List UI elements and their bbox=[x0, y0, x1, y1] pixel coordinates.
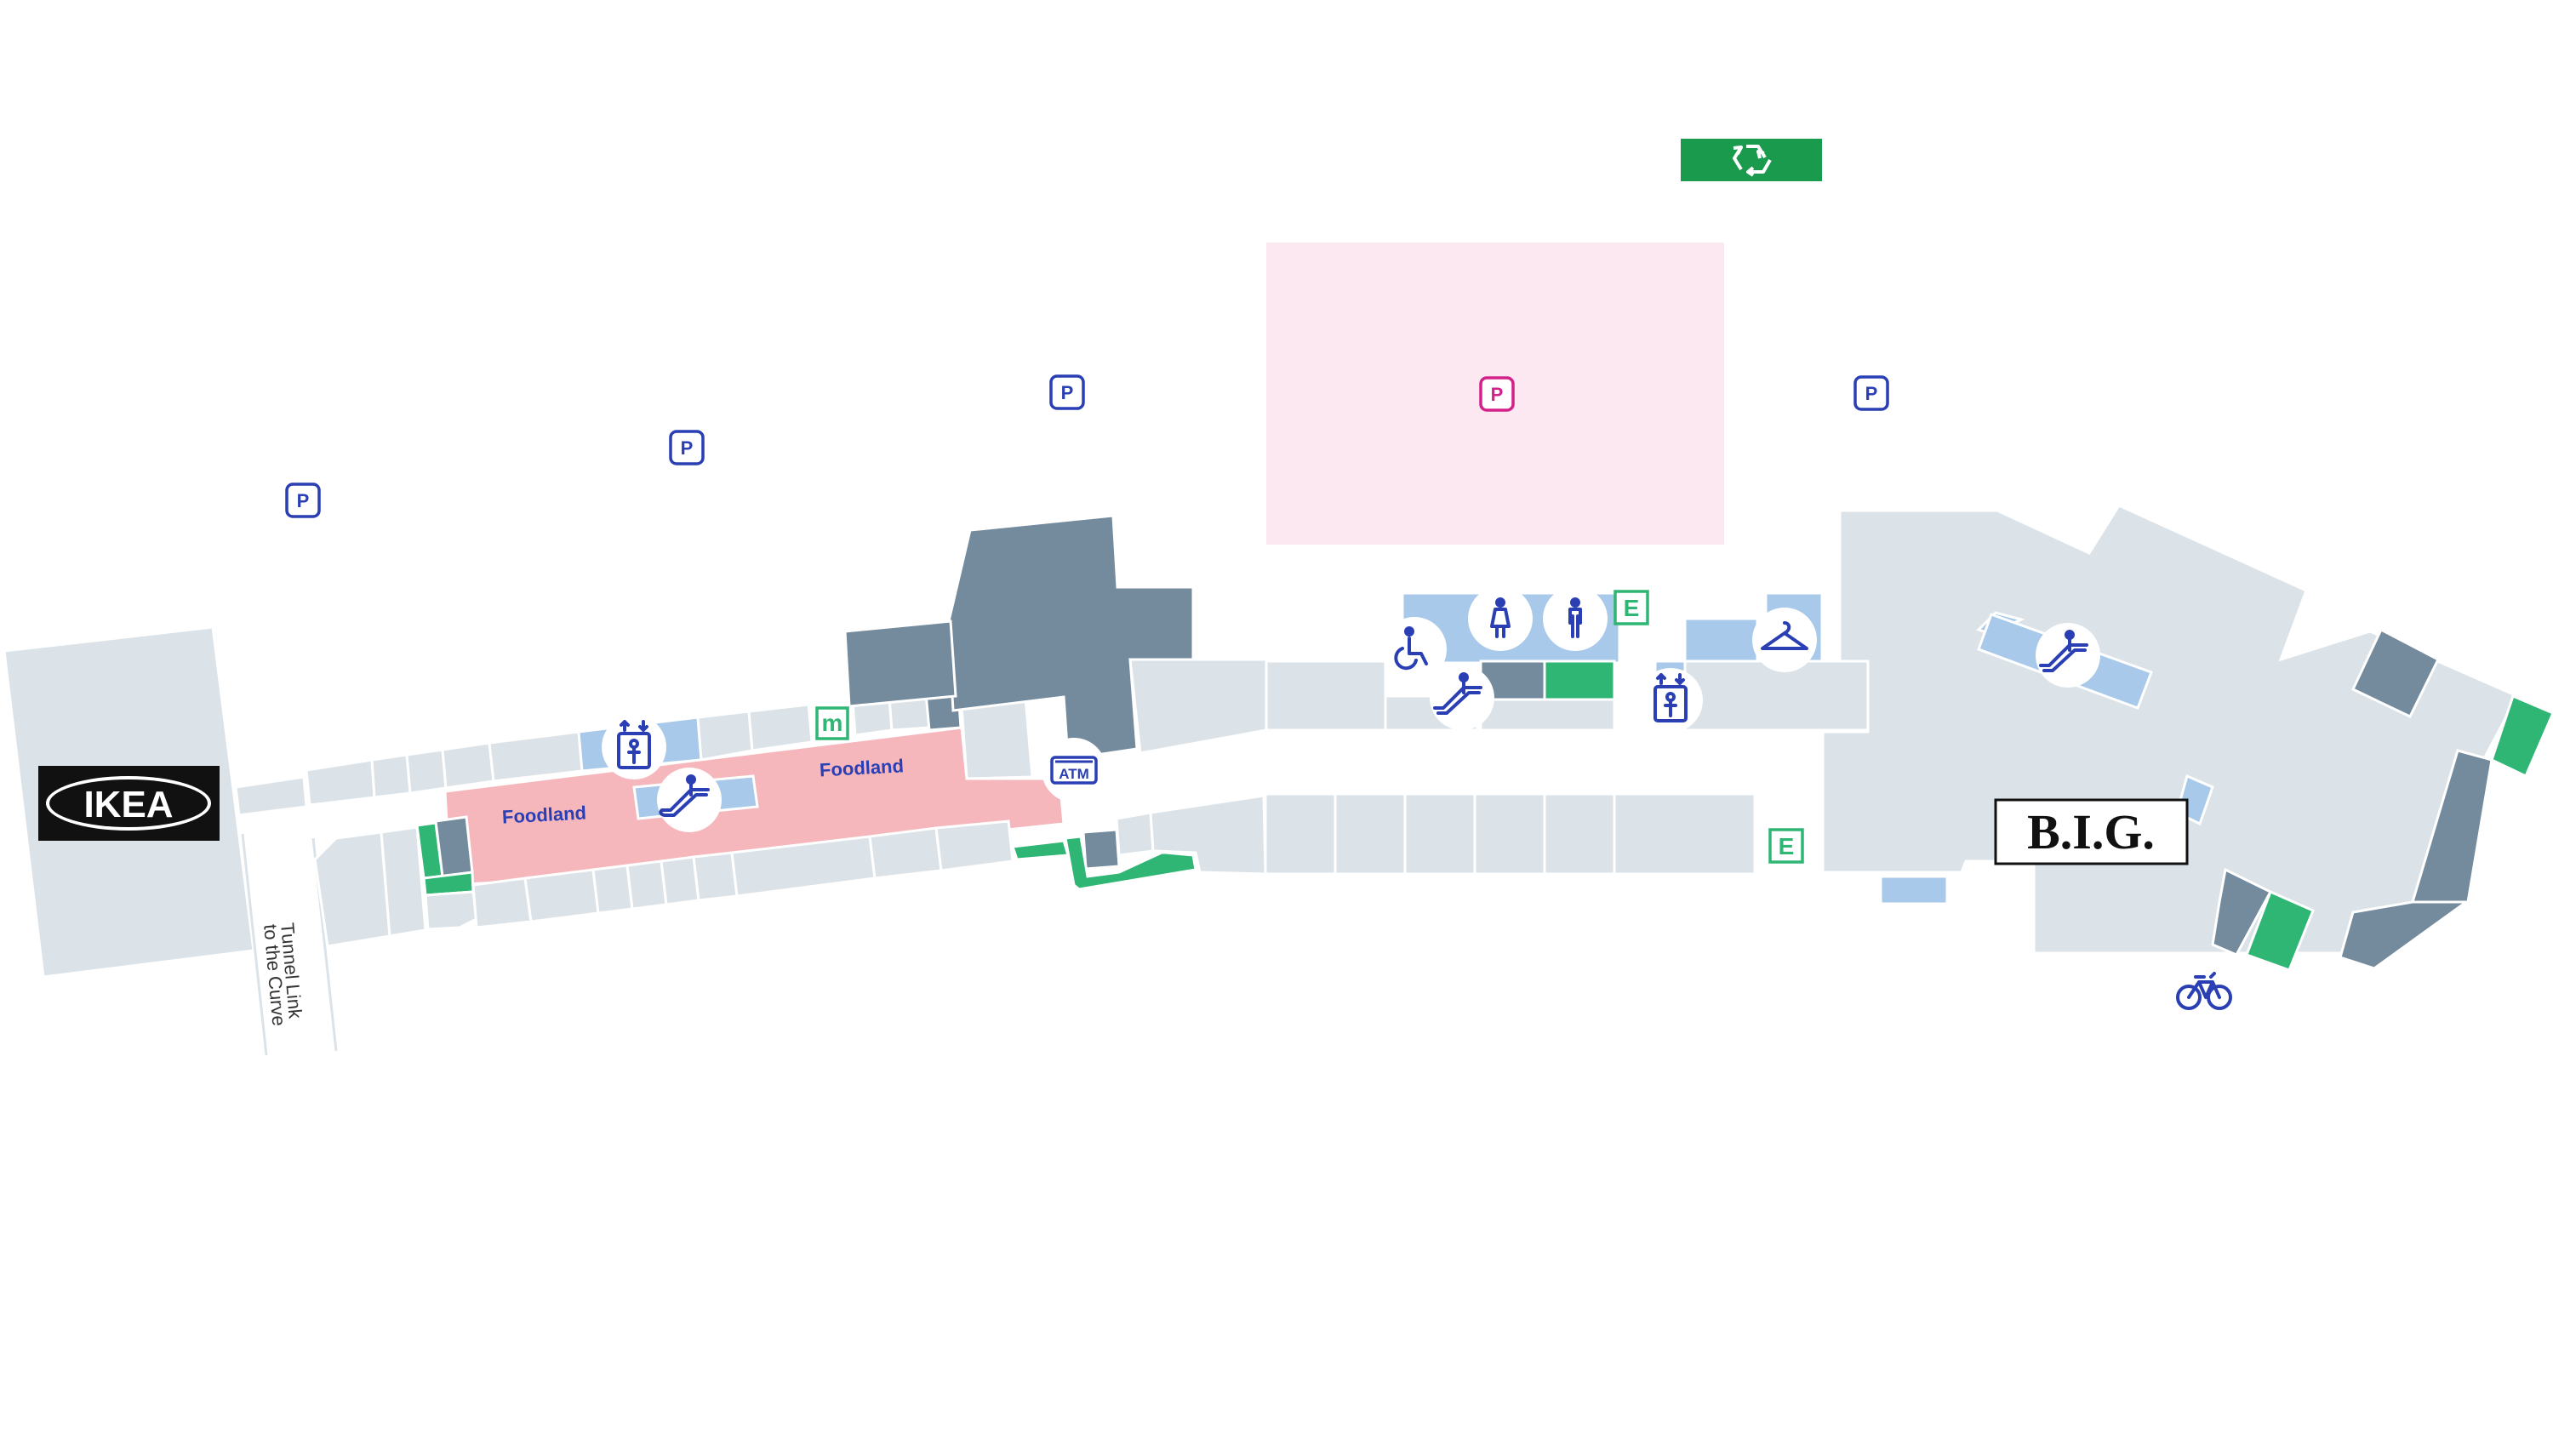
foodland-label-left: Foodland bbox=[501, 802, 586, 827]
lift-left[interactable] bbox=[602, 715, 666, 779]
shop-unit[interactable] bbox=[305, 758, 376, 807]
shop-unit[interactable] bbox=[1128, 658, 1268, 755]
shop-unit[interactable] bbox=[868, 826, 943, 880]
shop-unit[interactable] bbox=[313, 831, 391, 948]
shop-unit[interactable] bbox=[1264, 792, 1337, 876]
parking-sign-4[interactable]: P bbox=[1479, 376, 1515, 412]
shop-unit[interactable] bbox=[370, 753, 412, 799]
bicycle-parking[interactable] bbox=[2176, 972, 2232, 1010]
parking-icon: P bbox=[681, 437, 694, 459]
parking-icon: P bbox=[1865, 383, 1878, 404]
lift-center[interactable] bbox=[1638, 668, 1703, 733]
exit-sign-lower[interactable]: E bbox=[1768, 828, 1804, 864]
shop-unit-dark[interactable] bbox=[434, 815, 474, 878]
shop-unit[interactable] bbox=[1543, 792, 1616, 876]
shop-unit[interactable] bbox=[424, 890, 478, 931]
ikea-logo: IKEA bbox=[38, 766, 220, 841]
shop-unit-dark[interactable] bbox=[2339, 900, 2470, 970]
green-unit[interactable] bbox=[2245, 889, 2315, 972]
shop-unit-dark[interactable] bbox=[2351, 627, 2440, 718]
shop-unit[interactable] bbox=[696, 710, 754, 762]
male-toilet-icon bbox=[1568, 597, 1582, 638]
left-lower-shops bbox=[313, 815, 1014, 948]
cloakroom-area bbox=[1683, 617, 1759, 663]
recycling-icon bbox=[1733, 145, 1772, 177]
svg-text:B.I.G.: B.I.G. bbox=[2027, 804, 2155, 859]
atm[interactable]: ATM bbox=[1042, 738, 1106, 802]
parking-sign-1[interactable]: P bbox=[285, 482, 321, 518]
accessible-toilet[interactable] bbox=[1382, 617, 1447, 682]
bicycle-icon bbox=[2176, 972, 2232, 1010]
exit-icon: E bbox=[1779, 833, 1795, 859]
exit-icon: E bbox=[1624, 595, 1640, 621]
shop-unit[interactable] bbox=[1613, 792, 1756, 876]
shop-unit[interactable] bbox=[1149, 794, 1267, 876]
shop-unit[interactable] bbox=[234, 775, 308, 817]
parking-icon: P bbox=[297, 490, 310, 511]
foodland-annex[interactable] bbox=[960, 696, 1034, 780]
shop-unit[interactable] bbox=[1334, 792, 1407, 876]
escalator-center[interactable] bbox=[1430, 665, 1494, 730]
female-toilet-icon bbox=[1490, 597, 1511, 638]
green-unit[interactable] bbox=[2490, 694, 2553, 779]
green-unit[interactable] bbox=[1543, 659, 1616, 701]
cloakroom-icon bbox=[1761, 621, 1808, 650]
green-path[interactable] bbox=[1010, 839, 1070, 861]
shop-unit-dark[interactable] bbox=[2211, 867, 2273, 956]
shop-unit[interactable] bbox=[1479, 698, 1616, 732]
foodland-label-right: Foodland bbox=[819, 755, 904, 780]
shop-unit[interactable] bbox=[625, 859, 668, 911]
svg-text:ATM: ATM bbox=[1059, 766, 1089, 782]
parking-sign-2[interactable]: P bbox=[669, 430, 705, 465]
shop-unit[interactable] bbox=[1265, 659, 1387, 732]
shop-unit[interactable] bbox=[747, 703, 814, 752]
escalator-right[interactable] bbox=[2036, 623, 2100, 688]
parking-sign-5[interactable]: P bbox=[1853, 375, 1889, 411]
shop-unit[interactable] bbox=[405, 748, 448, 795]
shop-unit[interactable] bbox=[523, 868, 600, 923]
female-toilet[interactable] bbox=[1468, 586, 1533, 651]
parking-sign-3[interactable]: P bbox=[1049, 374, 1085, 410]
parking-icon: P bbox=[1491, 384, 1504, 405]
atm-icon: ATM bbox=[1050, 756, 1098, 785]
svg-text:IKEA: IKEA bbox=[83, 784, 173, 825]
shop-unit[interactable] bbox=[591, 864, 634, 915]
shop-unit[interactable] bbox=[471, 876, 533, 929]
accessible-toilet-icon bbox=[1394, 626, 1428, 671]
escalator-icon bbox=[1433, 672, 1482, 715]
metro-sign[interactable]: m bbox=[815, 706, 849, 740]
shop-unit[interactable] bbox=[934, 819, 1014, 872]
service-area bbox=[1879, 875, 1949, 905]
shop-unit[interactable] bbox=[380, 825, 427, 938]
shop-unit[interactable] bbox=[1115, 811, 1155, 857]
big-logo: B.I.G. bbox=[1994, 798, 2189, 865]
shop-unit[interactable] bbox=[1683, 659, 1870, 732]
lift-icon bbox=[1653, 673, 1688, 722]
cloakroom[interactable] bbox=[1752, 608, 1817, 672]
parking-icon: P bbox=[1061, 382, 1074, 403]
escalator-icon bbox=[659, 774, 710, 817]
shop-unit[interactable] bbox=[692, 851, 739, 902]
male-toilet[interactable] bbox=[1543, 586, 1608, 651]
shop-unit-dark[interactable] bbox=[1082, 828, 1121, 871]
escalator-left[interactable] bbox=[657, 768, 722, 832]
lower-central-shops bbox=[1010, 792, 1756, 891]
metro-icon: m bbox=[822, 710, 843, 736]
shop-unit-dark[interactable] bbox=[843, 620, 957, 708]
exit-sign-upper[interactable]: E bbox=[1613, 590, 1649, 625]
shop-unit[interactable] bbox=[660, 855, 700, 906]
escalator-icon bbox=[2039, 630, 2088, 672]
shop-unit[interactable] bbox=[1473, 792, 1546, 876]
lift-icon bbox=[617, 720, 651, 769]
shop-unit[interactable] bbox=[1403, 792, 1476, 876]
shop-unit[interactable] bbox=[488, 730, 584, 783]
recycling-point[interactable] bbox=[1681, 139, 1822, 181]
shop-unit[interactable] bbox=[441, 741, 495, 790]
